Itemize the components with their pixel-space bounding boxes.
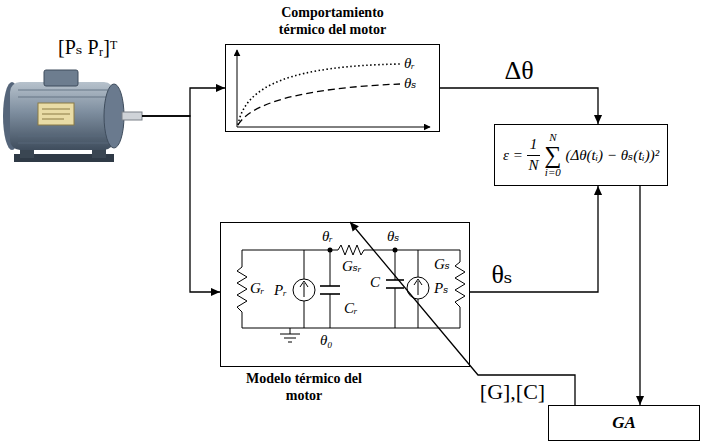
circuit-label: Pₛ bbox=[434, 280, 448, 297]
formula-term: i=0 bbox=[545, 167, 561, 178]
formula-term: ∑ bbox=[544, 143, 561, 167]
circuit-label: θₛ bbox=[387, 228, 399, 245]
input-vector-label: [Pₛ Pᵣ]ᵀ bbox=[2, 34, 142, 60]
behaviour-plot-box: Comportamiento térmico del motor bbox=[225, 44, 440, 132]
formula-term: 1 bbox=[527, 136, 541, 155]
box-heading: Modelo térmico del motor bbox=[235, 371, 373, 405]
thermal-model-box: Modelo térmico del motor bbox=[220, 222, 470, 367]
formula-group: ε = bbox=[503, 147, 523, 164]
circuit-label: θ₀ bbox=[320, 332, 333, 349]
edge-label: [G],[C] bbox=[480, 381, 545, 403]
circuit-label: Gₛ bbox=[434, 256, 450, 273]
motor-illustration bbox=[0, 60, 142, 170]
process-label: GA bbox=[612, 413, 636, 433]
formula-group: 1N bbox=[527, 136, 541, 174]
edge-label: Δθ bbox=[504, 58, 533, 84]
circuit-label: Gᵣ bbox=[250, 280, 265, 297]
error-formula-box: ε =1NN∑i=0(Δθ(tᵢ) − θₛ(tᵢ))² bbox=[494, 124, 668, 186]
box-heading: Comportamiento térmico del motor bbox=[263, 5, 403, 39]
connector bbox=[440, 88, 598, 124]
circuit-label: Gₛᵣ bbox=[342, 258, 362, 275]
ga-box: GA bbox=[548, 405, 700, 441]
formula-group: (Δθ(tᵢ) − θₛ(tᵢ))² bbox=[565, 146, 659, 164]
edge-label: θₛ bbox=[491, 262, 512, 288]
connector bbox=[470, 186, 598, 292]
circuit-label: C bbox=[370, 274, 380, 291]
curve-label: θᵣ bbox=[404, 55, 415, 72]
circuit-label: θᵣ bbox=[322, 228, 333, 245]
formula-group: N∑i=0 bbox=[544, 132, 561, 178]
circuit-label: Pᵣ bbox=[274, 282, 287, 299]
connector bbox=[639, 186, 640, 405]
formula-term: (Δθ(tᵢ) − θₛ(tᵢ))² bbox=[565, 146, 659, 164]
formula-term: N bbox=[529, 156, 539, 174]
connector bbox=[142, 116, 220, 292]
connector bbox=[142, 88, 225, 116]
curve-label: θₛ bbox=[404, 75, 416, 92]
formula-term: N bbox=[549, 132, 556, 143]
motor-figure: [Pₛ Pᵣ]ᵀ bbox=[2, 34, 142, 168]
circuit-label: Cᵣ bbox=[344, 300, 358, 317]
formula-term: ε = bbox=[503, 147, 523, 164]
connector bbox=[350, 222, 575, 405]
